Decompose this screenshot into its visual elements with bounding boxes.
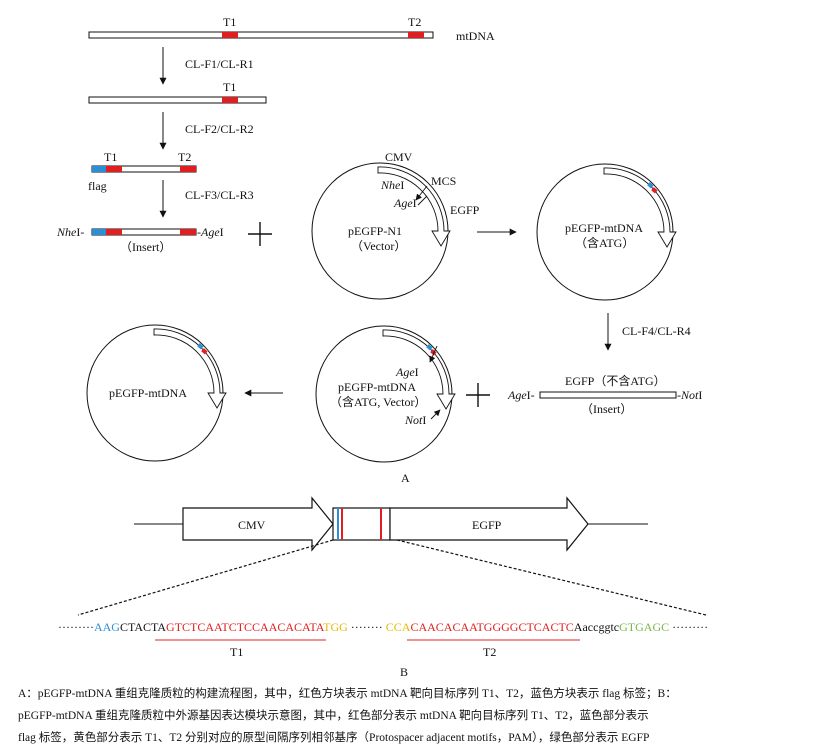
caption-line-2: pEGFP-mtDNA 重组克隆质粒中外源基因表达模块示意图，其中，红色部分表示… [18, 710, 649, 722]
seq-t2-label: T2 [483, 645, 496, 659]
insert2-title: EGFP（不含ATG） [565, 373, 666, 388]
egfp-gene-arrow [389, 496, 589, 552]
vector-name: pEGFP-N1 [348, 224, 402, 238]
vector-sub: （Vector） [351, 239, 406, 253]
caption-line-3: flag 标签，黄色部分表示 T1、T2 分别对应的原型间隔序列相邻基序（Pro… [18, 732, 650, 744]
primers-3-label: CL-F3/CL-R3 [185, 188, 254, 202]
egfp-insert-bar [539, 391, 677, 399]
plus-sign-1 [248, 222, 272, 246]
final-plasmid [86, 324, 227, 462]
egfp-arrow [377, 166, 451, 247]
insert-nhe-label: NheI- [56, 225, 84, 239]
sequence-line: ·········AAGCTACTAGTCTCAATCTCCAACACATATG… [58, 620, 708, 634]
flag-label: flag [88, 179, 107, 193]
plasmid2-sub: （含ATG, Vector） [330, 394, 426, 409]
plasmid2-name: pEGFP-mtDNA [338, 380, 416, 394]
primers-2-label: CL-F2/CL-R2 [185, 122, 254, 136]
vector-egfp-label: EGFP [450, 203, 480, 217]
panel-a-label: A [401, 471, 410, 485]
plasmid1-sub: （含ATG） [575, 235, 634, 250]
fragment-flag-bar [91, 165, 197, 173]
t1-label: T1 [223, 15, 236, 29]
plasmid-with-atg [536, 163, 677, 301]
mtdna-label: mtDNA [456, 29, 495, 43]
insert-bar [91, 228, 197, 236]
insert-label: （Insert） [120, 240, 171, 254]
vector-age-label: AgeI [393, 196, 417, 210]
fragment-t1-label: T1 [223, 80, 236, 94]
t1-block [222, 32, 238, 38]
seq-t1-label: T1 [230, 645, 243, 659]
plasmid2-age-label: AgeI [395, 365, 419, 379]
construction-diagram: T1 T2 mtDNA CL-F1/CL-R1 T1 CL-F2/CL-R2 T… [56, 15, 708, 679]
plasmid1-name: pEGFP-mtDNA [565, 221, 643, 235]
egfp-label: EGFP [472, 518, 502, 532]
vector-plasmid [311, 162, 451, 300]
insert2-sub: （Insert） [581, 402, 632, 416]
t2-block [408, 32, 424, 38]
insert2-age-label: AgeI- [507, 388, 535, 402]
t2-label: T2 [408, 15, 421, 29]
plasmid2-not-label: NotI [404, 413, 426, 427]
plus-sign-2 [466, 383, 490, 407]
figure-caption: A：pEGFP-mtDNA 重组克隆质粒的构建流程图，其中，红色方块表示 mtD… [18, 683, 808, 749]
fragment-t1-bar [88, 96, 267, 104]
vector-mcs-label: MCS [431, 174, 456, 188]
expression-cassette [77, 496, 707, 616]
vector-nhe-label: NheI [380, 178, 404, 192]
plasmid-vector-with-atg [315, 325, 456, 463]
insert2-not-label: -NotI [677, 388, 702, 402]
primers-1-label: CL-F1/CL-R1 [185, 57, 254, 71]
final-plasmid-name: pEGFP-mtDNA [109, 386, 187, 400]
mtdna-bar [88, 31, 434, 39]
fragment3-t1-label: T1 [104, 150, 117, 164]
insert-age-label: -AgeI [197, 225, 224, 239]
caption-line-1: A：pEGFP-mtDNA 重组克隆质粒的构建流程图，其中，红色方块表示 mtD… [18, 688, 677, 700]
vector-cmv-label: CMV [385, 150, 413, 164]
cmv-promoter-arrow [182, 496, 334, 552]
cmv-label: CMV [238, 518, 266, 532]
panel-b-label: B [400, 665, 408, 679]
fragment3-t2-label: T2 [178, 150, 191, 164]
primers-4-label: CL-F4/CL-R4 [622, 324, 691, 338]
